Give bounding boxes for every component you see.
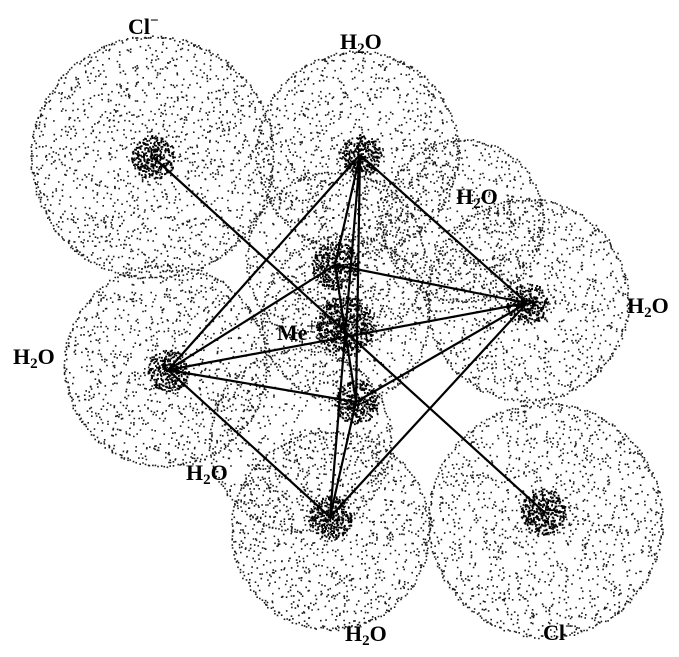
edge-inner-right xyxy=(334,263,528,305)
water-cloud-lower-left xyxy=(208,348,393,534)
chloride-cloud-top xyxy=(30,35,275,280)
water-label-right: H2O xyxy=(627,293,669,321)
chloride-label-bottom: Cl− xyxy=(543,619,574,645)
nucleus-metal xyxy=(315,296,376,356)
nucleus-lower xyxy=(334,380,380,426)
water-label-bottom: H2O xyxy=(345,621,387,649)
metal-ion-label: Me+2 xyxy=(277,319,324,345)
water-label-upper-right: H2O xyxy=(456,184,498,212)
nucleus-right xyxy=(506,283,550,326)
edge-top-left xyxy=(167,154,361,371)
water-label-lower-left: H2O xyxy=(186,460,228,488)
atom-nuclei xyxy=(131,134,567,540)
edge-lower-right xyxy=(355,302,528,403)
water-label-left: H2O xyxy=(13,344,55,372)
chloride-cloud-bottom xyxy=(428,402,664,640)
edge-lower-left xyxy=(167,368,357,404)
edge-right-bottom xyxy=(329,302,528,518)
edge-left-bottom xyxy=(167,369,331,518)
edge-inner-left xyxy=(167,264,336,371)
water-cloud-right xyxy=(425,198,631,404)
water-cloud-top xyxy=(255,50,461,256)
edge-left-right xyxy=(167,301,528,372)
nucleus-top xyxy=(339,134,383,178)
chloride-label-top: Cl− xyxy=(128,13,159,39)
edge-top-right xyxy=(359,154,528,304)
nucleus-left xyxy=(147,349,191,393)
nucleus-clTop xyxy=(131,135,176,180)
edge-top-lower xyxy=(354,154,362,403)
water-label-top: H2O xyxy=(340,29,382,57)
nucleus-inner xyxy=(311,241,361,291)
nucleus-bottom xyxy=(309,496,353,540)
nucleus-clBot xyxy=(520,488,567,536)
